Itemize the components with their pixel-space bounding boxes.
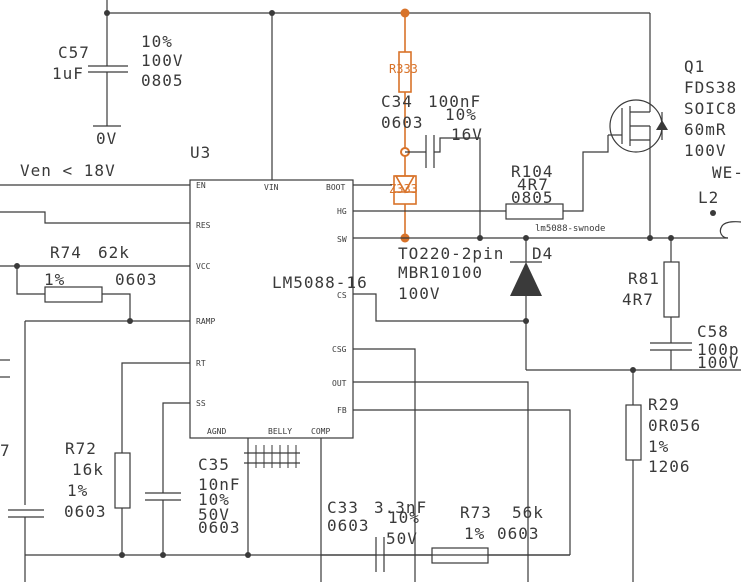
c35-tol: 10% (198, 490, 230, 509)
r104-value: 4R7 (517, 175, 549, 194)
l2-label: L2 (698, 188, 719, 207)
c33-value: 3.3nF (374, 498, 427, 517)
r104-pkg: 0805 (511, 188, 554, 207)
c35-pkg: 0603 (198, 518, 241, 537)
r72-tol: 1% (67, 481, 88, 500)
c34-tol: 10% (445, 105, 477, 124)
r29-pkg: 1206 (648, 457, 691, 476)
q1-mosfet (608, 95, 668, 238)
c58-volt: 100V (697, 353, 740, 372)
r74-tol: 1% (44, 270, 65, 289)
r72-resistor (114, 452, 131, 509)
r29-ref: R29 (648, 395, 680, 414)
c57-volt: 100V (141, 51, 184, 70)
c34-value: 100nF (428, 92, 481, 111)
r74-resistor (44, 286, 103, 303)
r81-ref: R81 (628, 269, 660, 288)
c34-ref: C34 (381, 92, 413, 111)
pin-fb: FB (337, 406, 347, 415)
pin-vin: VIN (264, 183, 279, 192)
c33-ref: C33 (327, 498, 359, 517)
r73-tol: 1% (464, 524, 485, 543)
pin-csg: CSG (332, 345, 347, 354)
pin-rt: RT (196, 359, 206, 368)
q1-part: FDS38 (684, 78, 737, 97)
r74-pkg: 0603 (115, 270, 158, 289)
pin-ss: SS (196, 399, 206, 408)
r74-ref: R74 (50, 243, 82, 262)
c57-value: 1uF (52, 64, 84, 83)
c57-tol: 10% (141, 32, 173, 51)
r72-pkg: 0603 (64, 502, 107, 521)
c57-capacitor (88, 0, 128, 127)
belly-pads (244, 445, 300, 468)
d4-volt: 100V (398, 284, 441, 303)
r72-value: 16k (72, 460, 104, 479)
pin-out: OUT (332, 379, 347, 388)
d4-part: MBR10100 (398, 263, 483, 282)
ven-label: Ven < 18V (20, 161, 116, 180)
pin-comp: COMP (311, 427, 330, 436)
u3-part: LM5088-16 (272, 273, 368, 292)
d4-pkg: TO220-2pin (398, 244, 504, 263)
c58-ref: C58 (697, 322, 729, 341)
c35-volt: 50V (198, 505, 230, 524)
pin-vcc: VCC (196, 262, 211, 271)
z333-label: Z333 (389, 182, 418, 196)
net-swnode: lm5088-swnode (535, 224, 605, 234)
r29-resistor (625, 404, 642, 461)
c34-pkg: 0603 (381, 113, 424, 132)
q1-rds: 60mR (684, 120, 727, 139)
d4-diode (510, 238, 633, 371)
r73-ref: R73 (460, 503, 492, 522)
pin-en: EN (196, 181, 206, 190)
c35-ref: C35 (198, 455, 230, 474)
pin-hg: HG (337, 207, 347, 216)
u3-left-pins: EN RES VCC RAMP RT SS (0, 181, 215, 408)
c33-volt: 50V (386, 529, 418, 548)
q1-volt: 100V (684, 141, 727, 160)
c58-value: 100p (697, 340, 740, 359)
r104-ref: R104 (511, 162, 554, 181)
r72-ref: R72 (65, 439, 97, 458)
pin-boot: BOOT (326, 183, 345, 192)
r29-value: 0R056 (648, 416, 701, 435)
q1-ref: Q1 (684, 57, 705, 76)
r81-resistor (663, 261, 680, 318)
pin-belly: BELLY (268, 427, 292, 436)
u3-right-pins: HG SW CS CSG OUT FB (332, 207, 347, 415)
c35-value: 10nF (198, 475, 241, 494)
u3-ref: U3 (190, 143, 211, 162)
r73-pkg: 0603 (497, 524, 540, 543)
c57-pkg: 0805 (141, 71, 184, 90)
pin-sw: SW (337, 235, 347, 244)
pin-ramp: RAMP (196, 317, 215, 326)
c33-pkg: 0603 (327, 516, 370, 535)
r333-label: R333 (389, 62, 418, 76)
pin-cs: CS (337, 291, 347, 300)
c57-ref: C57 (58, 43, 90, 62)
d4-ref: D4 (532, 244, 553, 263)
edge-digit: 7 (0, 441, 11, 460)
ground-label: 0V (96, 129, 117, 148)
r29-tol: 1% (648, 437, 669, 456)
q1-pkg: SOIC8 (684, 99, 737, 118)
r74-value: 62k (98, 243, 130, 262)
r81-value: 4R7 (622, 290, 654, 309)
c34-volt: 16V (451, 125, 483, 144)
c33-tol: 10% (388, 508, 420, 527)
we-label: WE- (712, 163, 741, 182)
pin-agnd: AGND (207, 427, 226, 436)
pin-res: RES (196, 221, 211, 230)
u3-body (189, 179, 354, 439)
